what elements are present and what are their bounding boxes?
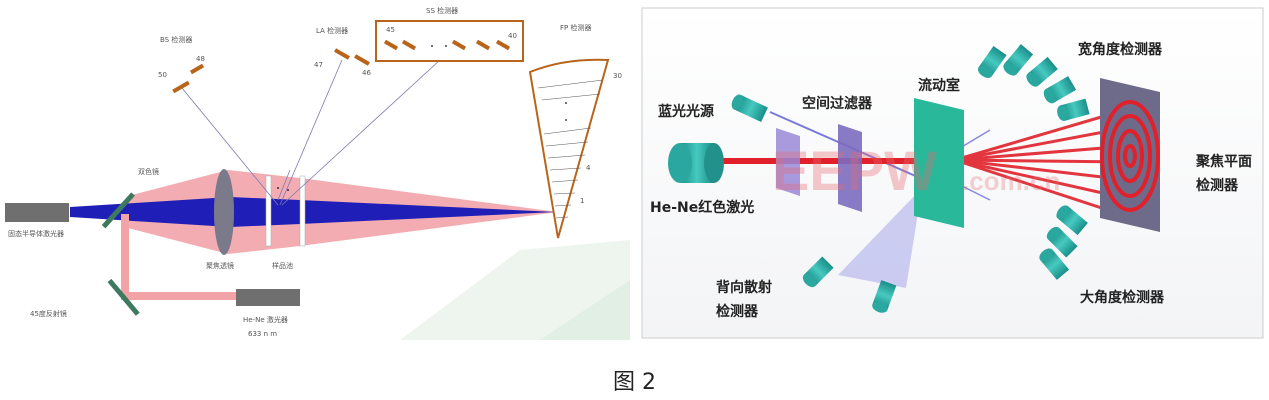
ss-num-45: 45 xyxy=(386,26,395,34)
ss-detector xyxy=(383,39,399,51)
focal-plane-detector xyxy=(1100,78,1160,232)
blue-beam xyxy=(70,197,556,227)
fp-rings xyxy=(537,79,604,219)
dichroic-mirror xyxy=(101,192,135,229)
focal-rings xyxy=(1100,100,1160,212)
wide-angle-label: 宽角度检测器 xyxy=(1078,41,1163,58)
backscatter-label-2: 检测器 xyxy=(716,303,759,320)
ss-label: SS 检测器 xyxy=(426,6,458,15)
decorative-shape xyxy=(540,280,630,340)
focal-plane-label-2: 检测器 xyxy=(1196,177,1239,194)
spatial-filter-label: 空间过滤器 xyxy=(802,95,873,112)
ss-detector xyxy=(401,39,417,51)
ss-detector xyxy=(475,39,491,51)
la-num-46: 46 xyxy=(362,69,371,77)
solid-laser-label: 固态半导体激光器 xyxy=(8,229,64,238)
bs-label: BS 检测器 xyxy=(160,35,192,44)
fp-num-4: 4 xyxy=(586,164,591,172)
hene-red-label: He-Ne红色激光 xyxy=(650,199,754,216)
la-detector-2 xyxy=(354,54,370,66)
watermark: EEPW xyxy=(772,139,937,202)
sample-cell-wall-left xyxy=(265,175,272,247)
solid-laser-box xyxy=(5,203,69,222)
ss-detector xyxy=(495,39,511,51)
pink-beam-vertical xyxy=(121,214,129,296)
focusing-lens xyxy=(214,169,234,255)
dichroic-label: 双色镜 xyxy=(138,167,159,176)
mirror-45 xyxy=(107,278,140,316)
blue-source-label: 蓝光光源 xyxy=(658,103,714,120)
wavelength-label: 633 n m xyxy=(248,330,277,338)
red-laser-beam xyxy=(712,158,957,164)
focal-plane-label-1: 聚焦平面 xyxy=(1195,153,1252,170)
spatial-filter-2 xyxy=(838,124,862,212)
ss-detector xyxy=(451,39,467,51)
left-diagram: 固态半导体激光器 He-Ne 激光器 633 n m 双色镜 45度反射镜 聚焦… xyxy=(5,6,630,340)
bs-num-48: 48 xyxy=(196,55,205,63)
sample-cell-wall-right xyxy=(299,175,306,247)
lens-label: 聚焦透镜 xyxy=(206,261,234,270)
la-detector-1 xyxy=(334,48,350,60)
la-label: LA 检测器 xyxy=(316,26,348,35)
flow-cell-label: 流动室 xyxy=(918,77,960,94)
backscatter-cone xyxy=(838,188,922,288)
flow-cell xyxy=(914,98,964,228)
large-angle-detectors xyxy=(1039,205,1088,280)
ss-num-40: 40 xyxy=(508,32,517,40)
spatial-filter-1 xyxy=(776,128,800,196)
fp-detector-fan xyxy=(528,58,610,239)
wide-angle-detectors xyxy=(977,44,1090,121)
watermark-sub: .com.cn xyxy=(962,166,1060,196)
cell-label: 样品池 xyxy=(272,261,293,270)
bs-detector-2 xyxy=(189,63,205,75)
pink-beam-horizontal xyxy=(121,292,236,300)
decorative-shape xyxy=(400,240,630,340)
hene-laser-label: He-Ne 激光器 xyxy=(243,315,288,324)
la-num-47: 47 xyxy=(314,61,323,69)
bs-num-50: 50 xyxy=(158,71,167,79)
figure-caption: 图 2 xyxy=(613,370,656,395)
large-angle-label: 大角度检测器 xyxy=(1080,289,1165,306)
ss-detector-box xyxy=(375,20,524,62)
fp-num-1: 1 xyxy=(580,197,584,205)
bs-detector-1 xyxy=(172,80,190,94)
hene-laser-box xyxy=(236,289,300,306)
blue-source xyxy=(731,94,768,123)
backscatter-detectors xyxy=(802,256,897,313)
fp-num-30: 30 xyxy=(613,72,622,80)
fp-label: FP 检测器 xyxy=(560,23,591,32)
mirror45-label: 45度反射镜 xyxy=(30,309,67,318)
right-diagram: He-Ne红色激光 蓝光光源 空间过滤器 流动室 EEPW .com.cn 宽角… xyxy=(641,7,1264,339)
backscatter-label-1: 背向散射 xyxy=(716,279,772,296)
